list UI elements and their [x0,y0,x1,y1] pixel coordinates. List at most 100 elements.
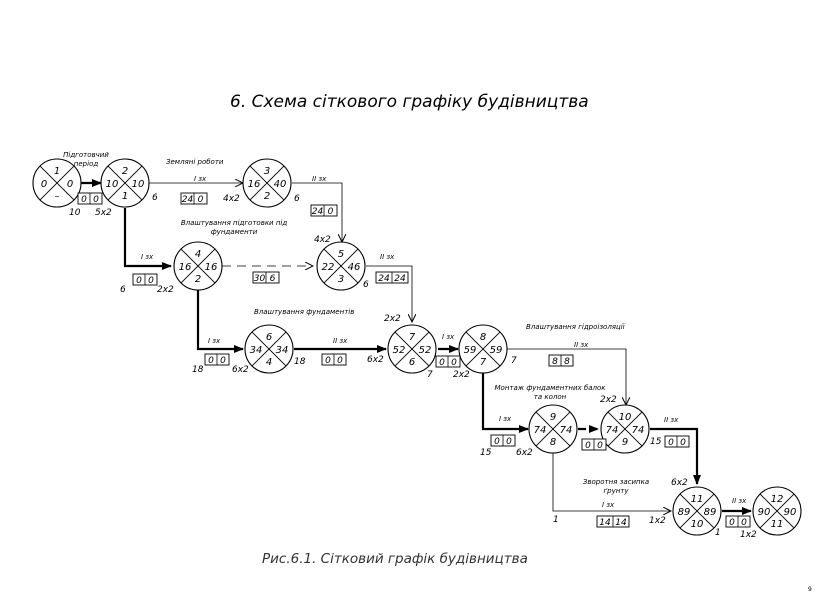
arrow-4-6 [196,290,244,353]
activity-label-found-prep-line1: Влаштування підготовки під [181,219,288,227]
crew-label: 5x2 [95,208,112,218]
event-right-value: 46 [348,262,361,273]
shift-label: I зх [208,337,221,345]
event-bottom-value: 9 [622,437,628,448]
event-right-value: 59 [490,345,503,356]
activity-label-columns-line1: Монтаж фундаментних балок [495,384,607,392]
crew-label: 1x2 [649,516,666,526]
event-top-value: 4 [195,249,201,260]
float-box-right-value: 0 [680,438,686,448]
shift-label: I зх [141,253,154,261]
event-top-value: 11 [691,494,704,505]
event-divider [394,331,430,367]
arrow-8-9 [481,373,529,433]
event-divider [249,165,285,201]
arrow-2-4 [123,208,172,270]
event-left-value: 10 [106,179,119,190]
float-box-left-value: 0 [439,358,445,368]
activity-label-backfill-line2: ґрунту [603,487,629,495]
crew-label: 4x2 [223,194,240,204]
event-left-value: 90 [758,507,771,518]
float-box-right-value: 14 [615,518,627,528]
event-bottom-value: 8 [550,437,556,448]
float-box-left-value: 0 [585,441,591,451]
crew-label: 6x2 [516,448,533,458]
shift-label: II зх [732,497,747,505]
event-divider [679,493,715,529]
crew-label: 1x2 [740,530,757,540]
activity-label-prep-line2: період [74,160,99,168]
event-left-value: 22 [322,262,335,273]
float-box-left-value: 14 [599,518,611,528]
event-top-value: 9 [550,412,556,423]
crew-label: 6x2 [367,355,384,365]
crew-label: 15 [480,448,492,458]
arrow-3-5 [292,182,342,242]
event-right-value: 0 [67,179,73,190]
float-box-left-value: 0 [668,438,674,448]
diagram-title: 6. Схема сіткового графіку будівництва [230,92,589,112]
activity-label-found-prep-line2: фундаменти [211,228,258,236]
float-box-left-value: 0 [729,518,735,528]
float-box-right-value: 8 [564,357,570,367]
float-box-right-value: 0 [741,518,747,528]
float-box-right-value: 0 [506,437,512,447]
arrow-8-10 [507,348,626,405]
crew-label: 1 [715,528,721,538]
shift-label: I зх [194,175,207,183]
crew-label: 6 [363,280,369,290]
shift-label: II зх [380,253,395,261]
event-bottom-value: 1 [122,191,128,202]
shift-label: I зх [499,415,512,423]
crew-label: 2x2 [600,395,617,405]
event-right-value: 40 [274,179,287,190]
crew-label: 10 [69,208,81,218]
event-bottom-value: 6 [409,357,415,368]
float-box-right-value: 0 [148,276,154,286]
arrow-10-11 [650,427,701,485]
activity-label-waterproof: Влаштування гідроізоляції [526,323,626,331]
float-box-right-value: 0 [337,356,343,366]
event-top-value: 5 [338,249,344,260]
event-bottom-value: 2 [195,274,201,285]
shift-label: II зх [312,175,327,183]
arrow-5-7 [366,265,412,322]
event-right-value: 74 [632,425,645,436]
shift-label: I зх [602,501,615,509]
float-box-right-value: 0 [198,195,204,205]
event-left-value: 74 [606,425,619,436]
float-box-left-value: 8 [552,357,558,367]
crew-label: 15 [650,437,662,447]
crew-label: 6 [152,193,158,203]
float-box-left-value: 0 [136,276,142,286]
event-right-value: 74 [560,425,573,436]
event-top-value: 2 [122,166,128,177]
activity-label-backfill-line1: Зворотня засипка [583,478,649,486]
event-top-value: 6 [266,332,272,343]
event-left-value: 52 [393,345,406,356]
float-box-left-value: 30 [254,274,266,284]
event-left-value: 74 [534,425,547,436]
arrow-9-11 [552,453,671,511]
float-box-left-value: 0 [81,195,87,205]
event-left-value: 0 [41,179,47,190]
event-left-value: 89 [678,507,691,518]
shift-label: I зх [442,333,455,341]
event-divider [607,411,643,447]
